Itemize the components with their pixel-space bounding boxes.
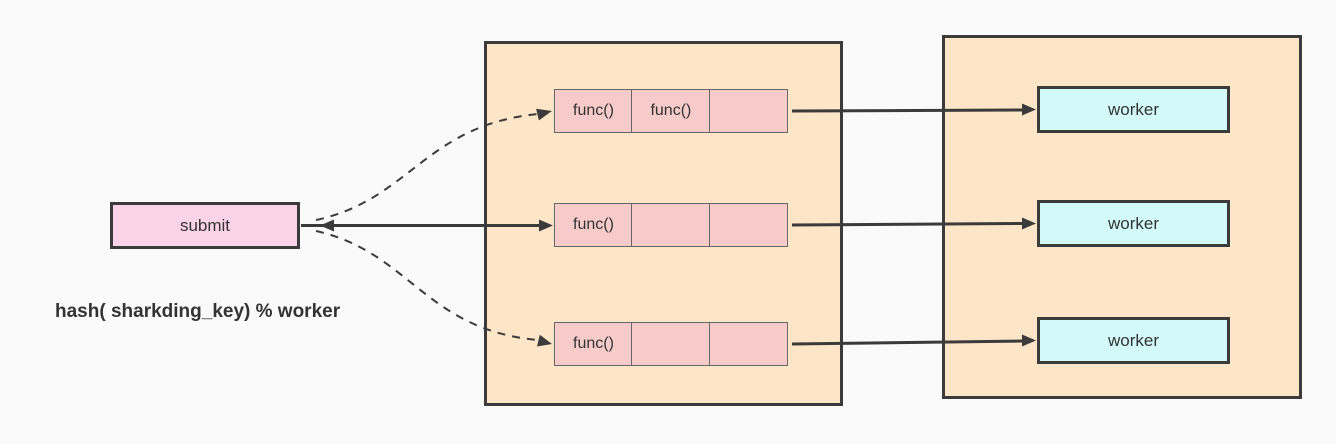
queue-cell <box>708 203 788 247</box>
queue-cell <box>708 322 788 366</box>
queue-cell <box>631 203 711 247</box>
hash-formula-label: hash( sharkding_key) % worker <box>55 301 341 322</box>
queue-cell: func() <box>554 89 633 133</box>
queue-cell: func() <box>554 203 633 247</box>
queue-cell <box>708 89 788 133</box>
worker-box-1: worker <box>1037 86 1230 133</box>
queue-cell <box>631 322 711 366</box>
submit-label: submit <box>179 215 231 235</box>
worker-box-3: worker <box>1037 317 1230 364</box>
submit-box: submit <box>110 202 300 249</box>
worker-label: worker <box>1107 330 1159 350</box>
queue-row-1: func() func() <box>554 89 791 133</box>
queue-row-2: func() <box>554 203 791 247</box>
worker-box-2: worker <box>1037 200 1230 247</box>
queue-cell: func() <box>554 322 633 366</box>
worker-label: worker <box>1107 99 1159 119</box>
queue-row-3: func() <box>554 322 791 366</box>
worker-label: worker <box>1107 213 1159 233</box>
queue-cell: func() <box>631 89 711 133</box>
